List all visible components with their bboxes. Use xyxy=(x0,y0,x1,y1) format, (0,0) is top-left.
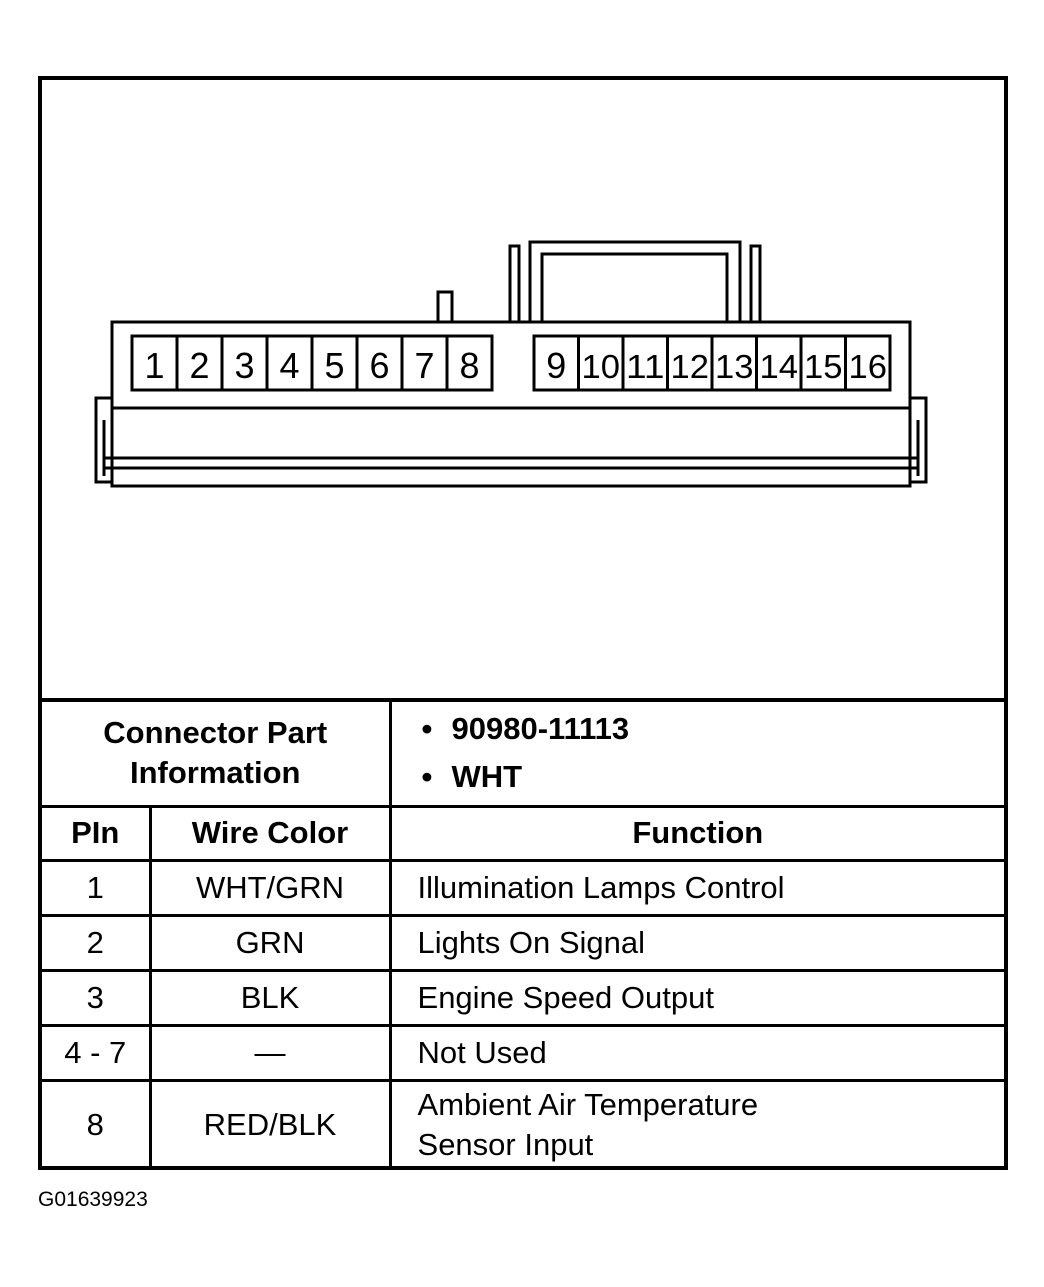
function-cell: Engine Speed Output xyxy=(388,968,1005,1027)
pin-number-10: 10 xyxy=(582,348,621,385)
pin-number-2: 2 xyxy=(189,345,209,386)
wire-color-cell: — xyxy=(148,1023,392,1082)
connector-part-row: Connector Part Information • 90980-11113 … xyxy=(42,698,1005,808)
right-clip xyxy=(910,396,928,484)
part-number: 90980-11113 xyxy=(451,711,630,747)
table-row: 1 WHT/GRN Illumination Lamps Control xyxy=(42,858,1005,917)
bullet-icon: • xyxy=(421,711,433,747)
left-clip xyxy=(94,396,112,484)
latch-right-post xyxy=(749,244,762,324)
latch-inner xyxy=(540,252,729,322)
connector-color-item: • WHT xyxy=(422,753,1005,801)
table-row: 8 RED/BLK Ambient Air Temperature Sensor… xyxy=(42,1078,1005,1168)
bullet-icon: • xyxy=(421,759,433,795)
figure-id: G01639923 xyxy=(38,1188,148,1211)
connector-info-table: Connector Part Information • 90980-11113 … xyxy=(42,698,1005,1168)
pin-number-16: 16 xyxy=(849,348,888,385)
part-number-item: • 90980-11113 xyxy=(422,705,1005,753)
connector-body xyxy=(110,320,912,410)
key-tab xyxy=(436,290,454,324)
wire-color-cell: GRN xyxy=(148,913,392,972)
latch-left-post xyxy=(508,244,521,324)
latch-outer xyxy=(528,240,742,322)
pin-cell: 2 xyxy=(42,913,152,972)
table-header-row: PIn Wire Color Function xyxy=(42,804,1005,862)
pin-number-8: 8 xyxy=(459,345,479,386)
table-row: 2 GRN Lights On Signal xyxy=(42,913,1005,972)
table-row: 4 - 7 — Not Used xyxy=(42,1023,1005,1082)
connector-housing xyxy=(110,408,912,488)
pin-number-13: 13 xyxy=(715,348,754,385)
wire-color-cell: BLK xyxy=(148,968,392,1027)
table-row: 3 BLK Engine Speed Output xyxy=(42,968,1005,1027)
connector-part-label-line2: Information xyxy=(130,755,301,791)
pin-number-6: 6 xyxy=(369,345,389,386)
connector-color: WHT xyxy=(451,759,523,795)
pin-cell: 8 xyxy=(42,1078,152,1168)
function-line: Sensor Input xyxy=(417,1126,594,1162)
pin-cell: 1 xyxy=(42,858,152,917)
pin-cavity-16 xyxy=(844,334,892,392)
wire-color-header: Wire Color xyxy=(148,804,392,862)
function-line: Ambient Air Temperature xyxy=(417,1086,759,1122)
pin-number-1: 1 xyxy=(144,345,164,386)
pin-number-14: 14 xyxy=(760,348,799,385)
pin-cavity-8 xyxy=(445,334,494,392)
pin-number-15: 15 xyxy=(804,348,843,385)
function-cell: Lights On Signal xyxy=(388,913,1005,972)
pin-number-12: 12 xyxy=(671,348,710,385)
wire-color-cell: WHT/GRN xyxy=(148,858,392,917)
pin-cell: 3 xyxy=(42,968,152,1027)
pin-number-5: 5 xyxy=(324,345,344,386)
pin-number-11: 11 xyxy=(626,348,665,385)
connector-part-values-cell: • 90980-11113 • WHT xyxy=(388,698,1005,808)
function-cell: Ambient Air Temperature Sensor Input xyxy=(388,1078,1005,1168)
pin-header: PIn xyxy=(42,804,152,862)
function-cell: Not Used xyxy=(388,1023,1005,1082)
pin-number-3: 3 xyxy=(234,345,254,386)
wire-color-cell: RED/BLK xyxy=(148,1078,392,1168)
pin-number-9: 9 xyxy=(546,345,566,386)
function-cell: Illumination Lamps Control xyxy=(388,858,1005,917)
connector-part-label-cell: Connector Part Information xyxy=(42,698,392,808)
pin-number-7: 7 xyxy=(414,345,434,386)
connector-part-label-line1: Connector Part xyxy=(103,715,328,751)
pin-number-4: 4 xyxy=(279,345,299,386)
pin-cell: 4 - 7 xyxy=(42,1023,152,1082)
function-header: Function xyxy=(388,804,1005,862)
